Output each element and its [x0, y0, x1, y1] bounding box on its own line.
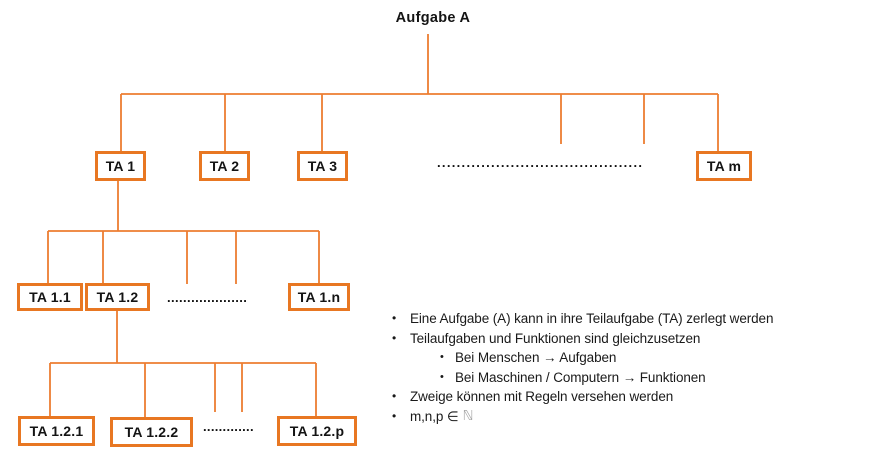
- bullet-marker: •: [440, 370, 444, 383]
- node-ta-3: TA 3: [297, 151, 348, 181]
- node-ta-1-n: TA 1.n: [288, 283, 350, 311]
- note-text: m,n,p ∈: [410, 408, 459, 424]
- note-text: Eine Aufgabe (A) kann in ihre Teilaufgab…: [410, 311, 774, 326]
- bullet-marker: •: [392, 389, 397, 404]
- note-item: • Eine Aufgabe (A) kann in ihre Teilaufg…: [392, 309, 868, 329]
- natural-numbers-symbol: ℕ: [462, 407, 474, 424]
- bullet-marker: •: [392, 330, 397, 345]
- note-item: • m,n,p ∈ ℕ: [392, 407, 868, 427]
- notes-list: • Eine Aufgabe (A) kann in ihre Teilaufg…: [392, 309, 868, 427]
- node-ta-1-2: TA 1.2: [85, 283, 150, 311]
- node-ta-1-2-1: TA 1.2.1: [18, 416, 95, 446]
- note-item: • Zweige können mit Regeln versehen werd…: [392, 387, 868, 407]
- ellipsis-leader-level3: .............: [203, 420, 254, 434]
- note-text: Zweige können mit Regeln versehen werden: [410, 389, 674, 405]
- node-ta-1-1: TA 1.1: [17, 283, 83, 311]
- note-text: Teilaufgaben und Funktionen sind gleichz…: [410, 330, 701, 346]
- node-ta-1-2-2: TA 1.2.2: [110, 417, 193, 447]
- bullet-marker: •: [392, 408, 397, 423]
- note-item: • Teilaufgaben und Funktionen sind gleic…: [392, 329, 868, 349]
- note-text: Bei Maschinen / Computern → Funktionen: [455, 369, 706, 385]
- ellipsis-leader-level1: ........................................…: [437, 156, 644, 170]
- bullet-marker: •: [440, 351, 444, 364]
- note-item-sub: • Bei Menschen → Aufgaben: [392, 348, 868, 368]
- node-ta-1-2-p: TA 1.2.p: [277, 416, 357, 446]
- root-node-label: Aufgabe A: [395, 10, 471, 26]
- node-ta-m: TA m: [696, 151, 752, 181]
- bullet-marker: •: [392, 311, 397, 325]
- node-ta-1: TA 1: [95, 151, 146, 181]
- note-text: Bei Menschen → Aufgaben: [455, 350, 617, 366]
- note-item-sub: • Bei Maschinen / Computern → Funktionen: [392, 368, 868, 388]
- ellipsis-leader-level2: ....................: [167, 291, 248, 305]
- node-ta-2: TA 2: [199, 151, 250, 181]
